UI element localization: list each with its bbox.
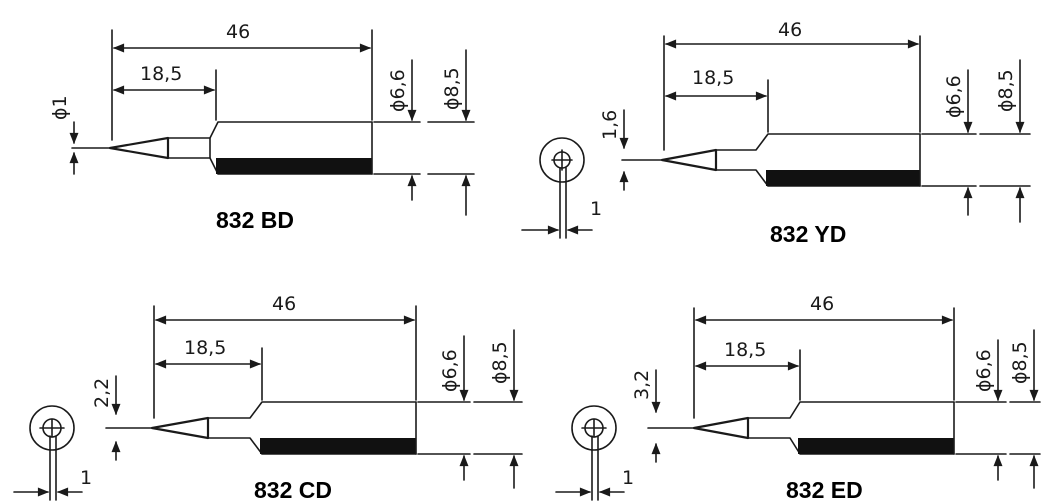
dim-tip-size: 1,6 — [599, 110, 621, 140]
profile-circle — [29, 405, 75, 451]
profile-circle — [539, 137, 585, 183]
dim-overall-length: 46 — [778, 19, 802, 41]
tip-drawing-832-cd: 1 46 18,5 2,2 ϕ6,6 ϕ8,5 832 CD — [13, 293, 523, 503]
tip-drawing-832-yd: 1 46 18,5 1,6 ϕ6,6 ϕ8,5 832 YD — [521, 19, 1031, 247]
profile-circle — [571, 405, 617, 451]
dim-collar-diameter: ϕ8,5 — [489, 341, 511, 384]
dim-collar-diameter: ϕ8,5 — [995, 69, 1017, 112]
tip-drawing-832-ed: 1 46 18,5 3,2 ϕ6,6 ϕ8,5 832 ED — [555, 293, 1041, 503]
dim-shank-diameter: ϕ6,6 — [439, 349, 461, 392]
tip-drawing-832-bd: 46 18,5 ϕ1 ϕ6,6 ϕ8,5 832 BD — [49, 21, 475, 233]
dim-collar-diameter: ϕ8,5 — [1009, 341, 1031, 384]
dim-collar-diameter: ϕ8,5 — [441, 67, 463, 110]
dim-tip-size: 3,2 — [631, 370, 653, 400]
dim-tip-size: ϕ1 — [49, 95, 71, 120]
model-label: 832 CD — [254, 477, 332, 503]
model-label: 832 BD — [216, 207, 294, 233]
dim-thickness: 1 — [80, 467, 92, 489]
dim-tip-length: 18,5 — [692, 67, 734, 89]
dim-shank-diameter: ϕ6,6 — [387, 69, 409, 112]
dim-tip-length: 18,5 — [724, 339, 766, 361]
dim-shank-diameter: ϕ6,6 — [943, 75, 965, 118]
dim-thickness: 1 — [590, 198, 602, 220]
model-label: 832 YD — [770, 221, 846, 247]
dim-thickness: 1 — [622, 467, 634, 489]
dim-tip-length: 18,5 — [184, 337, 226, 359]
dim-overall-length: 46 — [810, 293, 834, 315]
model-label: 832 ED — [786, 477, 863, 503]
dim-tip-length: 18,5 — [140, 63, 182, 85]
dim-tip-size: 2,2 — [91, 378, 113, 408]
dim-shank-diameter: ϕ6,6 — [973, 349, 995, 392]
dim-overall-length: 46 — [226, 21, 250, 43]
dim-overall-length: 46 — [272, 293, 296, 315]
